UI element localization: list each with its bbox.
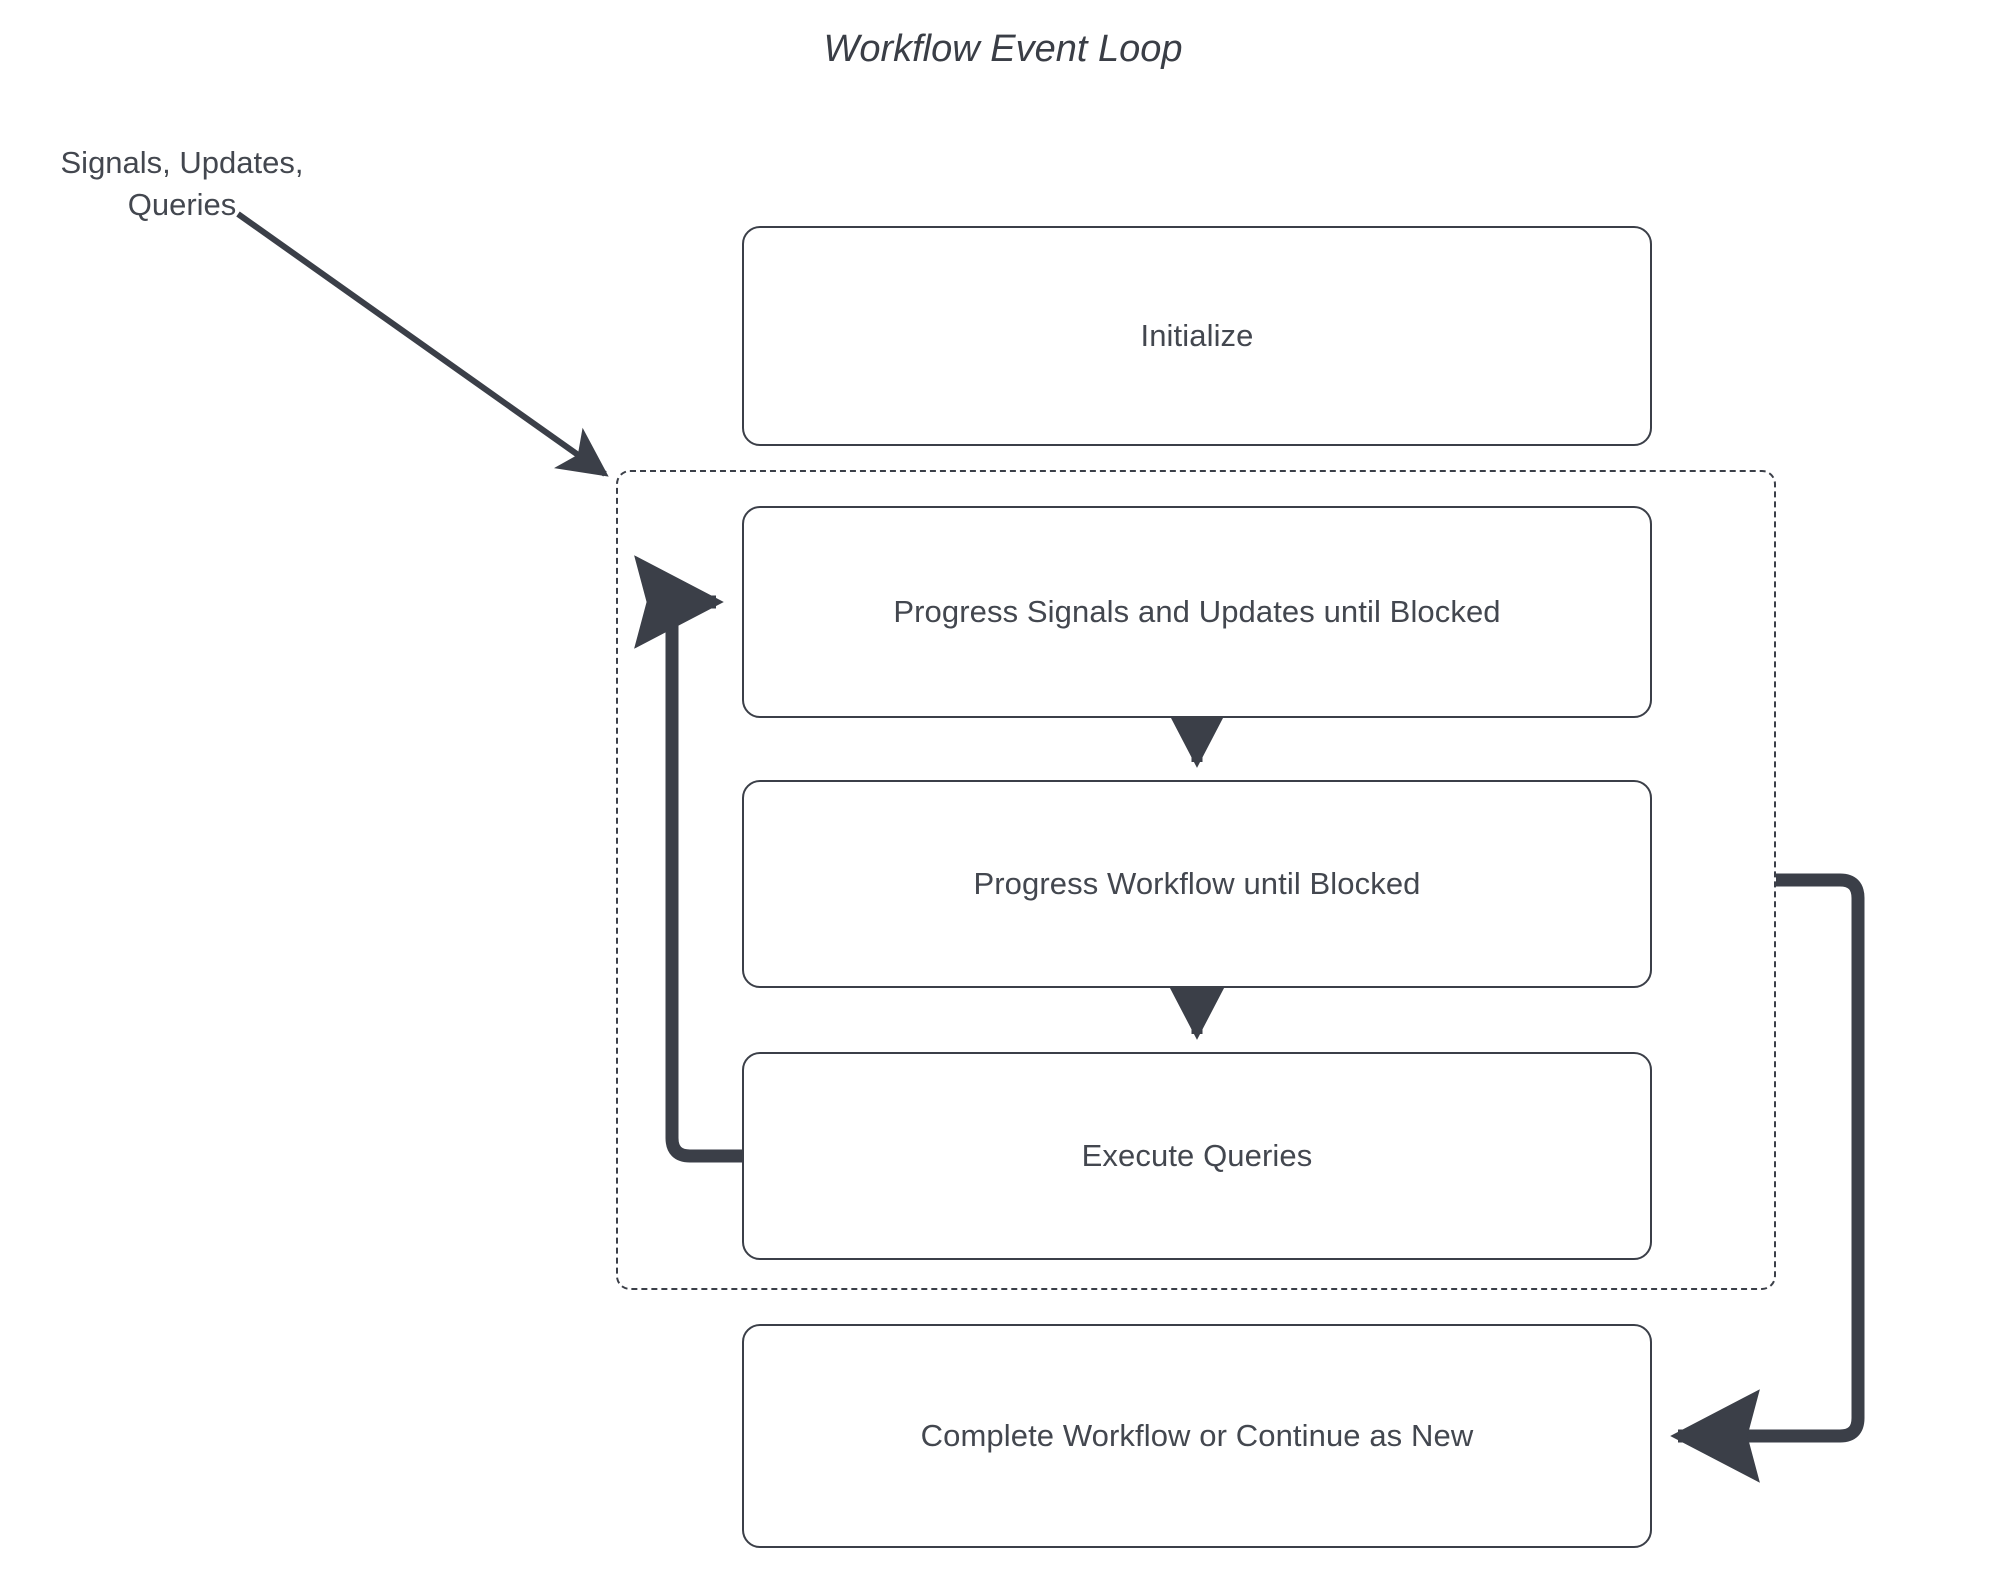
node-progress-workflow[interactable]: Progress Workflow until Blocked [742,780,1652,988]
node-complete-workflow-label: Complete Workflow or Continue as New [920,1417,1474,1453]
node-complete-workflow[interactable]: Complete Workflow or Continue as New [742,1324,1652,1548]
node-execute-queries[interactable]: Execute Queries [742,1052,1652,1260]
diagram-title: Workflow Event Loop [823,28,1183,70]
edge-input-to-loop [236,211,609,477]
node-initialize-label: Initialize [1140,317,1254,353]
node-initialize[interactable]: Initialize [742,226,1652,446]
node-progress-signals-and-updates-label: Progress Signals and Updates until Block… [893,593,1501,629]
loop-group-container [616,470,1776,1290]
node-progress-workflow-label: Progress Workflow until Blocked [973,865,1421,901]
external-input-label: Signals, Updates, Queries [22,142,342,226]
external-input-label-line-2: Queries [127,186,237,222]
node-execute-queries-label: Execute Queries [1081,1137,1313,1173]
external-input-label-line-1: Signals, Updates, [60,145,304,180]
node-progress-signals-and-updates[interactable]: Progress Signals and Updates until Block… [742,506,1652,718]
